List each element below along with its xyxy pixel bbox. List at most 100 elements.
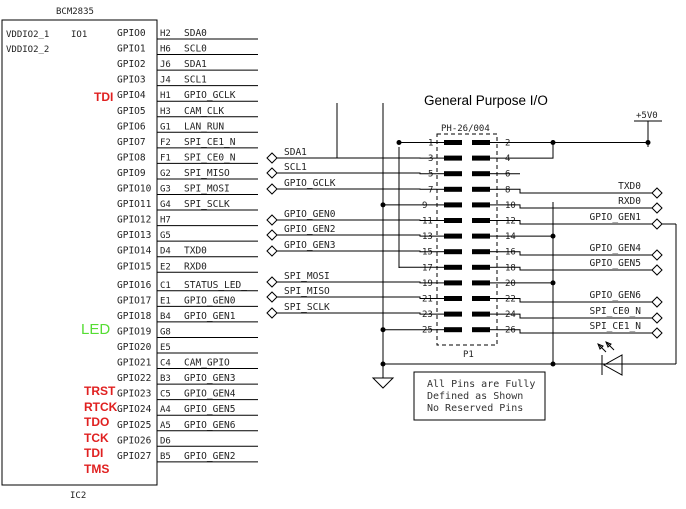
chip-net-9: SPI_MISO <box>184 168 230 179</box>
right-port-5 <box>651 296 663 308</box>
chip-net-23: GPIO_GEN4 <box>184 389 236 400</box>
left-port-0 <box>266 152 278 164</box>
header-pad-odd-8 <box>444 264 462 270</box>
header-pad-odd-3 <box>444 186 462 192</box>
chip-gpio-5: GPIO5 <box>117 106 146 117</box>
header-even-pin-12: 26 <box>505 326 516 336</box>
left-port-3 <box>266 214 278 226</box>
header-odd-pin-10: 21 <box>422 295 433 305</box>
header-pad-even-3 <box>472 186 490 192</box>
right-port-7 <box>651 327 663 339</box>
chip-net-25: GPIO_GEN6 <box>184 420 236 431</box>
chip-gpio-9: GPIO9 <box>117 168 146 179</box>
chip-ball-17: E1 <box>160 296 171 306</box>
header-odd-pin-12: 25 <box>422 326 433 336</box>
header-even-pin-5: 12 <box>505 217 516 227</box>
pin-note-line-2: Defined as Shown <box>427 391 523 402</box>
pin-note-line-1: All Pins are Fully <box>427 379 535 390</box>
chip-gpio-18: GPIO18 <box>117 311 152 322</box>
right-wire-1 <box>497 204 652 209</box>
header-odd-pin-6: 13 <box>422 232 433 242</box>
led-icon <box>597 341 623 376</box>
chip-io-label: IO1 <box>71 30 87 40</box>
left-net-7: SPI_MISO <box>284 286 330 297</box>
chip-net-22: GPIO_GEN3 <box>184 373 235 384</box>
header-pad-even-2 <box>472 171 490 177</box>
chip-gpio-1: GPIO1 <box>117 44 146 55</box>
right-port-1 <box>651 202 663 214</box>
header-even-pin-10: 22 <box>505 295 516 305</box>
supply-label: +5V0 <box>636 111 658 121</box>
left-port-5 <box>266 245 278 257</box>
header-even-pin-9: 20 <box>505 279 516 289</box>
chip-ball-10: G3 <box>160 185 171 195</box>
right-wire-2 <box>497 220 652 225</box>
tdi-top-label: TDI <box>94 90 113 104</box>
chip-gpio-21: GPIO21 <box>117 358 152 369</box>
right-wire-4 <box>497 266 652 271</box>
header-even-pin-11: 24 <box>505 310 516 320</box>
chip-gpio-17: GPIO17 <box>117 295 151 306</box>
header-even-pin-0: 2 <box>505 139 510 149</box>
left-net-8: SPI_SCLK <box>284 302 330 313</box>
junction-dot-1 <box>550 140 556 145</box>
left-wire-7 <box>277 296 437 299</box>
chip-net-8: SPI_CE0_N <box>184 152 236 163</box>
pin-note-box <box>413 371 546 421</box>
chip-gpio-26: GPIO26 <box>117 435 152 446</box>
jtag-trst: TRST <box>84 384 116 398</box>
chip-gpio-20: GPIO20 <box>117 342 152 353</box>
right-net-3: GPIO_GEN4 <box>590 243 642 254</box>
left-port-6 <box>266 276 278 288</box>
header-pad-even-6 <box>472 233 490 239</box>
header-pad-odd-0 <box>444 140 462 145</box>
chip-net-4: GPIO_GCLK <box>184 90 236 101</box>
right-net-7: SPI_CE1_N <box>590 321 642 332</box>
right-wire-5 <box>497 298 652 303</box>
chip-gpio-22: GPIO22 <box>117 373 151 384</box>
header-pad-even-8 <box>472 264 490 270</box>
header-pad-even-0 <box>472 140 490 145</box>
chip-gpio-7: GPIO7 <box>117 137 146 148</box>
chip-net-2: SDA1 <box>184 59 207 70</box>
chip-gpio-19: GPIO19 <box>117 326 152 337</box>
chip-ball-8: F1 <box>160 153 171 163</box>
header-pad-odd-12 <box>444 327 462 333</box>
chip-ball-18: B4 <box>160 312 171 322</box>
chip-ball-6: G1 <box>160 122 171 132</box>
right-net-5: GPIO_GEN6 <box>590 290 642 301</box>
pin-note: All Pins are Fully Defined as Shown No R… <box>413 371 546 421</box>
wire-pin2 <box>497 142 649 147</box>
left-port-1 <box>266 167 278 179</box>
chip-gpio-4: GPIO4 <box>117 90 146 101</box>
header-pad-even-10 <box>472 296 490 301</box>
header-part: PH-26/004 <box>441 124 490 134</box>
header-odd-pin-9: 19 <box>422 279 433 289</box>
right-port-3 <box>651 249 663 261</box>
left-net-1: SCL1 <box>284 162 307 173</box>
chip-net-17: GPIO_GEN0 <box>184 295 236 306</box>
header-even-pin-2: 6 <box>505 170 510 180</box>
chip-net-1: SCL0 <box>184 44 207 55</box>
left-net-3: GPIO_GEN0 <box>284 209 336 220</box>
right-net-2: GPIO_GEN1 <box>590 212 642 223</box>
right-port-6 <box>651 312 663 324</box>
left-net-2: GPIO_GCLK <box>284 178 336 189</box>
header-pad-even-5 <box>472 218 490 223</box>
chip-net-5: CAM_CLK <box>184 106 224 117</box>
header-odd-pin-11: 23 <box>422 310 433 320</box>
chip-net-24: GPIO_GEN5 <box>184 404 235 415</box>
header-outline <box>436 133 498 346</box>
jtag-rtck: RTCK <box>84 400 118 414</box>
left-wire-4 <box>277 234 437 237</box>
header-odd-pin-5: 11 <box>422 217 433 227</box>
header-odd-pin-0: 1 <box>428 139 433 149</box>
header-odd-pin-7: 15 <box>422 248 433 258</box>
left-port-2 <box>266 183 278 195</box>
chip-ball-27: B5 <box>160 452 171 462</box>
chip-ball-12: H7 <box>160 216 171 226</box>
chip-ball-1: H6 <box>160 45 171 55</box>
